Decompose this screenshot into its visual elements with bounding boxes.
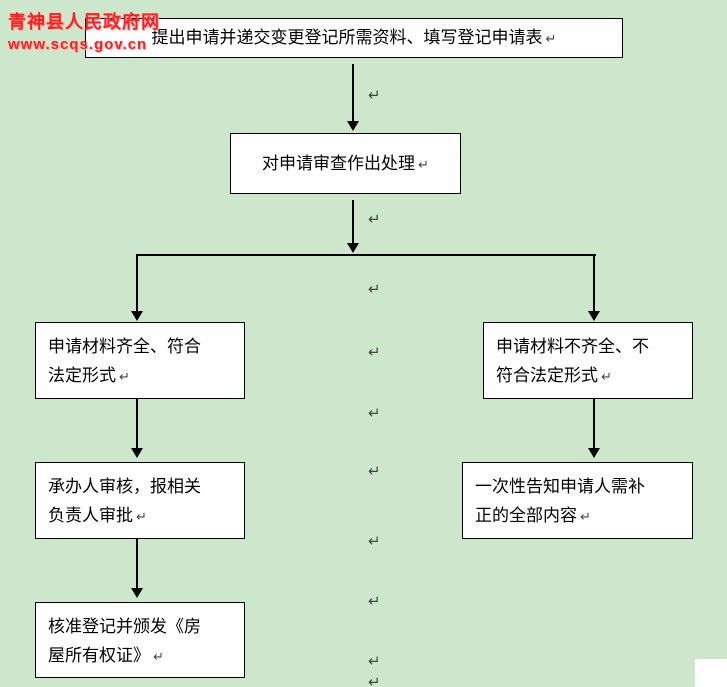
node-text: 申请材料齐全、符合 法定形式 — [48, 337, 201, 385]
flow-node-handler-review: 承办人审核，报相关 负责人审批↵ — [35, 462, 245, 539]
node-text: 对申请审查作出处理 — [262, 154, 416, 173]
flow-node-notify-corrections: 一次性告知申请人需补 正的全部内容↵ — [462, 462, 693, 539]
line-break-mark-icon: ↵ — [368, 674, 381, 687]
paragraph-mark-icon: ↵ — [545, 31, 557, 46]
flow-node-materials-complete: 申请材料齐全、符合 法定形式↵ — [35, 322, 245, 399]
paragraph-mark-icon: ↵ — [119, 369, 130, 384]
watermark-site-url: www.scqs.gov.cn — [8, 36, 148, 53]
flow-node-issue-certificate: 核准登记并颁发《房 屋所有权证》↵ — [35, 602, 245, 678]
line-break-mark-icon: ↵ — [368, 533, 381, 550]
paragraph-mark-icon: ↵ — [418, 157, 429, 172]
arrow-down-icon — [131, 311, 143, 321]
node-text: 申请材料不齐全、不 符合法定形式 — [496, 337, 649, 385]
site-watermark: 青神县人民政府网 www.scqs.gov.cn — [8, 8, 160, 53]
arrow-down-icon — [588, 311, 600, 321]
line-break-mark-icon: ↵ — [368, 281, 381, 298]
arrow-down-icon — [131, 588, 143, 598]
node-text: 提出申请并递交变更登记所需资料、填写登记申请表 — [151, 28, 543, 47]
node-text: 核准登记并颁发《房 屋所有权证》 — [48, 617, 201, 665]
node-text: 承办人审核，报相关 负责人审批 — [48, 477, 201, 525]
line-break-mark-icon: ↵ — [368, 211, 381, 228]
arrow-down-icon — [347, 243, 359, 253]
flow-node-submit-application: 提出申请并递交变更登记所需资料、填写登记申请表↵ — [85, 18, 623, 58]
line-break-mark-icon: ↵ — [368, 344, 381, 361]
arrow-down-icon — [347, 121, 359, 131]
paragraph-mark-icon: ↵ — [580, 509, 591, 524]
connector-line — [352, 200, 354, 244]
arrow-down-icon — [131, 448, 143, 458]
connector-line — [136, 254, 138, 312]
paragraph-mark-icon: ↵ — [153, 649, 164, 664]
connector-line — [593, 254, 595, 312]
line-break-mark-icon: ↵ — [368, 463, 381, 480]
connector-line — [136, 539, 138, 589]
page-edge — [695, 659, 727, 687]
line-break-mark-icon: ↵ — [368, 653, 381, 670]
connector-line — [593, 399, 595, 449]
line-break-mark-icon: ↵ — [368, 593, 381, 610]
connector-line — [136, 399, 138, 449]
paragraph-mark-icon: ↵ — [601, 369, 612, 384]
arrow-down-icon — [588, 448, 600, 458]
flow-node-materials-incomplete: 申请材料不齐全、不 符合法定形式↵ — [483, 322, 693, 399]
connector-line — [352, 64, 354, 122]
node-text: 一次性告知申请人需补 正的全部内容 — [475, 477, 645, 525]
line-break-mark-icon: ↵ — [368, 87, 381, 104]
line-break-mark-icon: ↵ — [368, 405, 381, 422]
paragraph-mark-icon: ↵ — [136, 509, 147, 524]
branch-line — [137, 254, 596, 256]
watermark-site-name: 青神县人民政府网 — [8, 12, 160, 32]
flow-node-review-application: 对申请审查作出处理↵ — [230, 133, 461, 194]
